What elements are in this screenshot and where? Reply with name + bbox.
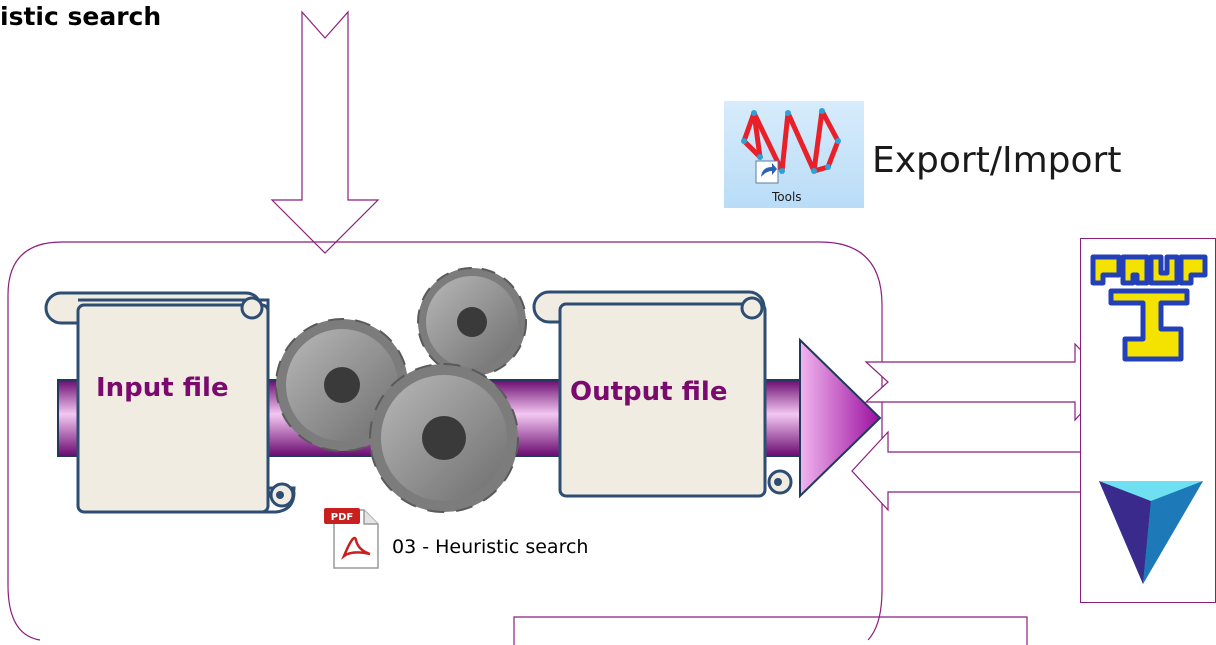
pipeline-arrowhead <box>799 337 882 499</box>
pdf-attachment[interactable]: PDF <box>322 506 382 570</box>
input-file-label: Input file <box>96 373 229 403</box>
gears-icon <box>275 267 527 513</box>
shortcut-icon <box>761 163 777 177</box>
triangle-logo-icon[interactable] <box>1099 481 1203 584</box>
bottom-box <box>513 616 1028 645</box>
process-frame <box>7 241 883 641</box>
pdf-badge: PDF <box>331 512 353 523</box>
input-file-scroll <box>44 291 296 514</box>
network-tools-icon <box>741 108 841 184</box>
export-import-label: Export/Import <box>872 140 1122 181</box>
external-programs-panel <box>1080 238 1216 603</box>
output-file-scroll <box>532 290 793 498</box>
output-file-label: Output file <box>570 377 728 407</box>
pdf-icon: PDF <box>324 508 379 569</box>
page-title: istic search <box>0 2 162 31</box>
tools-tile[interactable] <box>724 101 864 208</box>
export-arrow <box>864 342 1111 422</box>
down-arrow <box>270 10 380 254</box>
pdf-label[interactable]: 03 - Heuristic search <box>392 536 589 558</box>
paup-logo-icon[interactable] <box>1090 254 1208 367</box>
tools-label: Tools <box>772 190 802 204</box>
